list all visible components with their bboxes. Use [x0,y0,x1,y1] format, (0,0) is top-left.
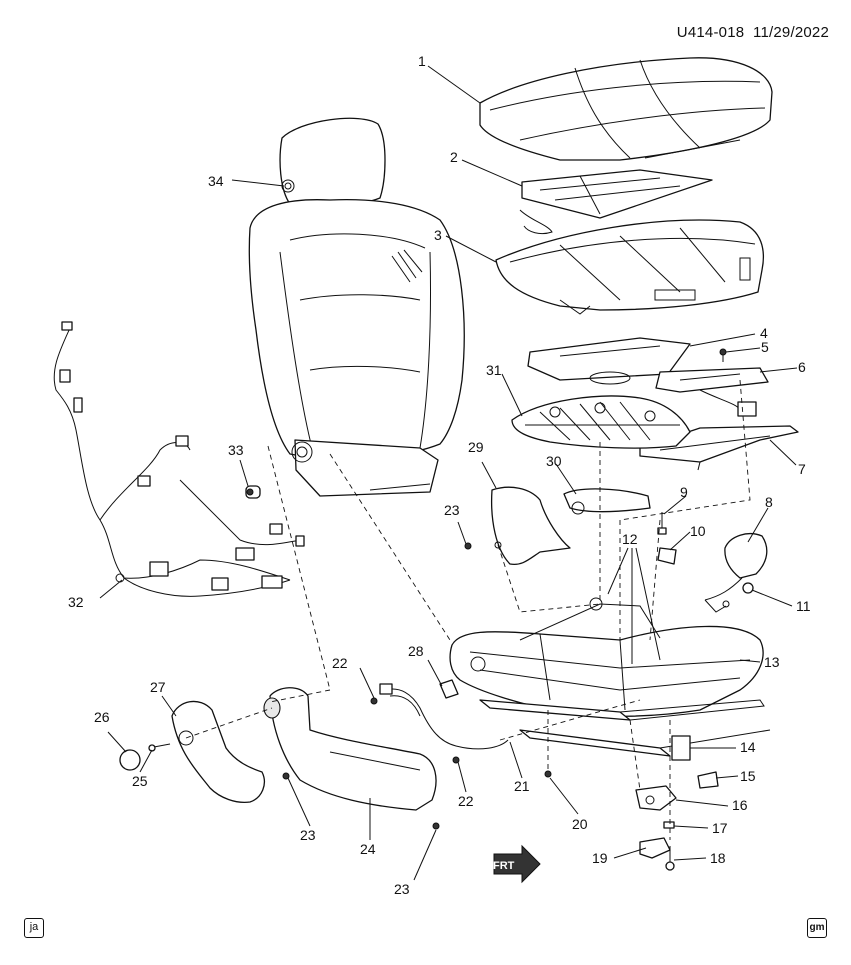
ja-badge: ja [24,918,44,938]
part-screw-23-b [282,772,290,780]
part-cushion-mat [519,169,713,235]
callout-32: 32 [68,594,84,610]
callout-28: 28 [408,643,424,659]
part-screw-23-c [432,822,440,830]
callout-11: 11 [796,598,811,614]
part-seat-rails [479,699,771,757]
diagram-code: U414-018 [676,24,745,41]
callout-23-b: 23 [300,827,316,843]
part-screw-5 [719,348,727,362]
callout-16: 16 [732,797,748,813]
callout-6: 6 [798,359,806,375]
part-seat-cushion-cover [479,57,773,161]
part-clip-10 [657,547,677,565]
part-motor [563,488,651,515]
part-control-module [655,367,769,417]
callout-34: 34 [208,173,224,189]
part-screw-22-a [370,697,378,705]
part-back-shield [490,486,571,566]
callout-12: 12 [622,531,638,547]
callout-23-c: 23 [394,881,410,897]
callout-9: 9 [680,484,688,500]
part-wiring-harness [53,321,305,597]
part-screw-23-a [464,542,472,550]
part-recliner-handle [171,700,265,804]
callout-14: 14 [740,739,756,755]
part-seat-back [248,199,465,497]
part-fastener-9 [657,512,667,535]
callout-15: 15 [740,768,756,784]
callout-22-b: 22 [458,793,474,809]
callout-8: 8 [765,494,773,510]
callout-4: 4 [760,325,768,341]
callout-17: 17 [712,820,728,836]
part-seat-frame [449,597,764,717]
part-nut-11 [742,582,754,594]
callout-29: 29 [468,439,484,455]
callout-19: 19 [592,850,608,866]
part-knob [245,485,261,499]
part-outer-side-shield [263,687,437,811]
callout-2: 2 [450,149,458,165]
front-direction-arrow: FRT [493,844,541,884]
part-headrest [279,117,386,208]
callout-24: 24 [360,841,376,857]
part-bolt-25 [148,743,171,752]
part-bracket-16 [635,785,677,811]
callout-25: 25 [132,773,148,789]
callout-22-a: 22 [332,655,348,671]
part-clip-15 [697,771,719,789]
callout-20: 20 [572,816,588,832]
callout-5: 5 [761,339,769,355]
part-motor-19 [639,837,671,859]
callout-33: 33 [228,442,244,458]
callout-numbers: 1 2 3 4 5 6 7 8 9 10 11 12 13 14 15 16 1… [68,53,811,897]
callout-7: 7 [798,461,806,477]
diagram-header: U414-018 11/29/2022 [677,24,829,41]
callout-10: 10 [690,523,706,539]
callout-27: 27 [150,679,166,695]
part-screw-20 [544,770,552,778]
part-release-rod [379,683,509,750]
diagram-date: 11/29/2022 [753,24,829,41]
leader-lines [99,65,798,881]
callout-21: 21 [514,778,530,794]
callout-18: 18 [710,850,726,866]
part-bracket-14 [671,735,691,761]
part-cap-26 [119,749,141,771]
callout-1: 1 [418,53,426,69]
part-bolt-18 [665,846,675,871]
callout-3: 3 [434,227,442,243]
part-cushion-pad [495,219,765,315]
part-washer-17 [663,821,675,829]
part-screw-22-b [452,756,460,764]
part-seat-adjuster-mechanism [511,395,691,449]
callout-26: 26 [94,709,110,725]
front-arrow-label: FRT [493,860,515,872]
gm-logo-icon: gm [807,918,827,938]
callout-13: 13 [764,654,780,670]
callout-31: 31 [486,362,502,378]
part-bracket-28 [439,679,459,699]
callout-30: 30 [546,453,562,469]
callout-23-a: 23 [444,502,460,518]
part-seat-belt-buckle [704,533,768,613]
